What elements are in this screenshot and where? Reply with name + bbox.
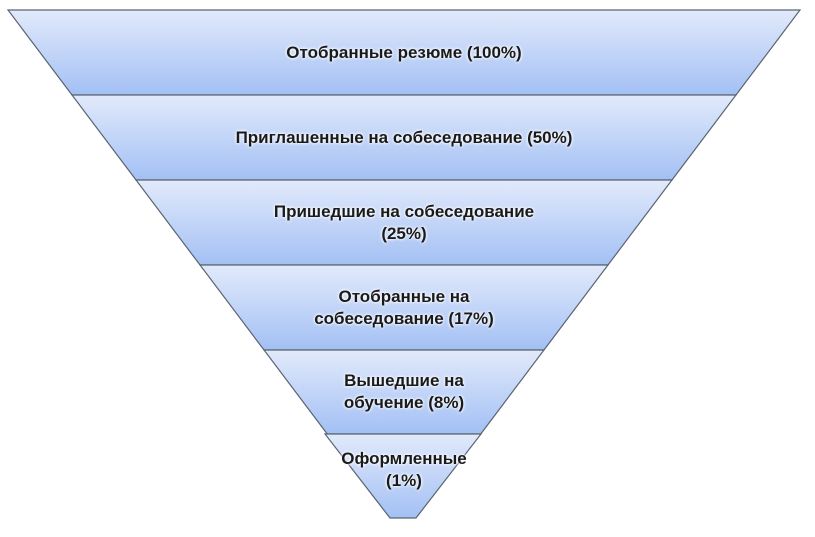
stage-label: Оформленные (1%) (341, 448, 467, 492)
stage-label-line: собеседование (17%) (314, 308, 494, 328)
stage-label: Пришедшие на собеседование(25%) (274, 201, 534, 245)
stage-label-line: Оформленные (341, 449, 467, 468)
stage-label-line: Пришедшие на собеседование (273, 201, 535, 221)
stage-label: Приглашенные на собеседование (50%) (236, 127, 573, 149)
stage-label: Отобранные резюме (100%) (286, 42, 521, 64)
stage-label-line: Отобранные резюме (100%) (286, 42, 522, 62)
stage-label-line: (1%) (386, 471, 422, 490)
stage-label-line: Отобранные на (338, 286, 470, 306)
stage-label-line: (25%) (381, 223, 427, 243)
funnel-stage-6 (323, 433, 483, 519)
stage-label: Вышедшие на обучение (8%) (344, 370, 464, 414)
stage-label-line: Вышедшие на (344, 371, 464, 390)
stage-label-line: Приглашенные на собеседование (50%) (235, 127, 573, 147)
stage-label-line: обучение (8%) (343, 393, 465, 412)
